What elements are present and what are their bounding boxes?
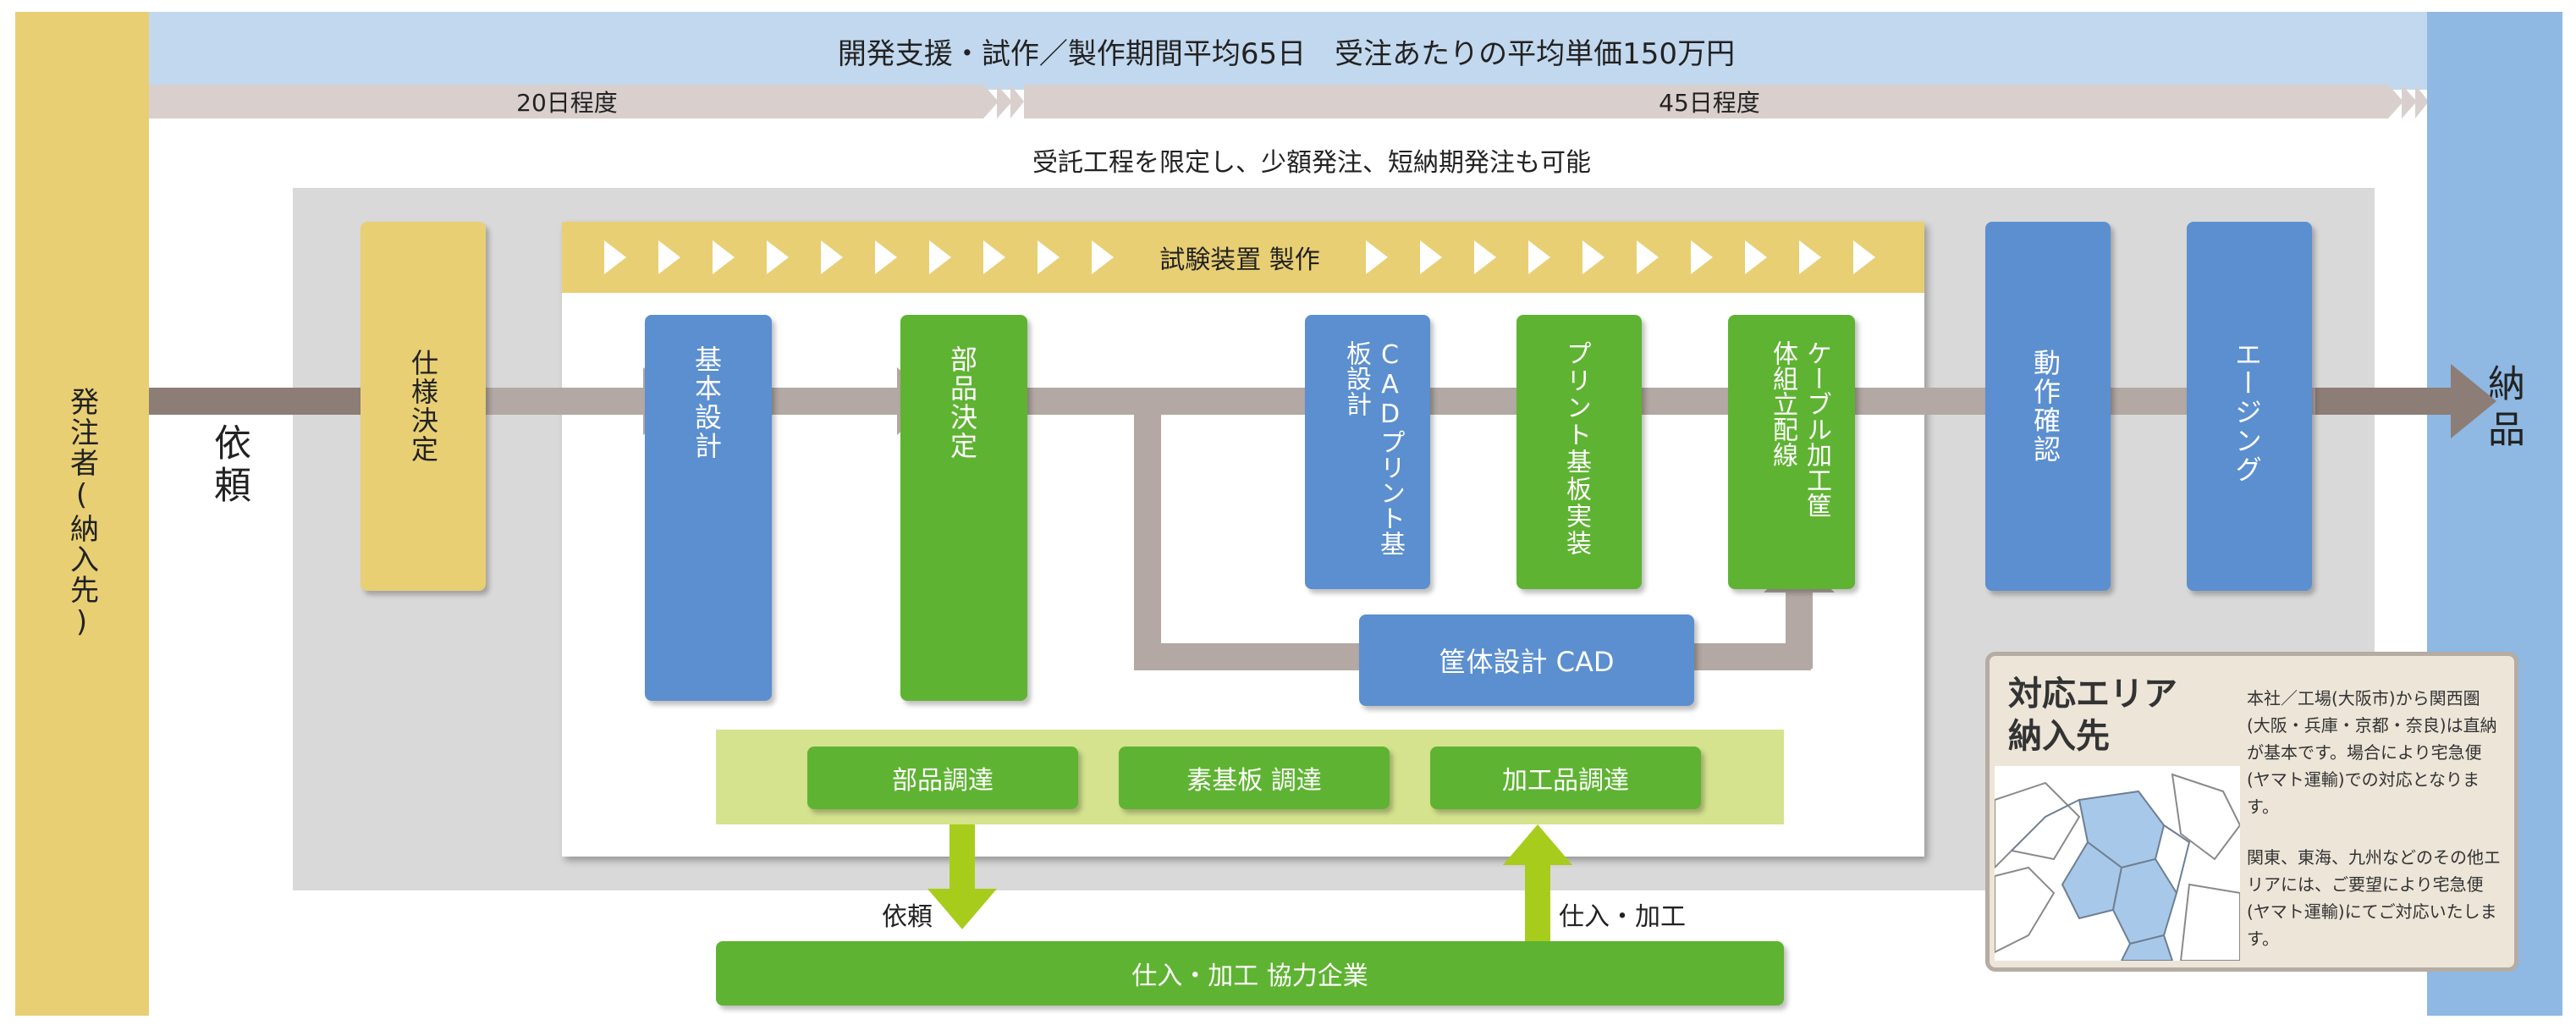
phase1-arrow [144,85,1024,118]
step-parts-decision: 部品決定 [900,315,1027,701]
step-pcb-mount: プリント基板実装 [1516,315,1642,589]
step-pcb-cad-label: CADプリント基板設計 [1341,340,1405,556]
procure-processed: 加工品調達 [1430,747,1701,809]
step-pcb-mount-label: プリント基板実装 [1561,340,1591,557]
partner-supply-label: 仕入・加工 [1559,902,1686,932]
partner-bar-label: 仕入・加工 協力企業 [1131,962,1368,991]
procure-parts-label: 部品調達 [892,766,994,796]
area-box: 対応エリア納入先 本社／工場(大阪市)から関西圏(大阪・兵庫・京都・奈良)は直納… [1985,652,2518,972]
phase1-label: 20日程度 [516,89,618,117]
area-text-1: 本社／工場(大阪市)から関西圏(大阪・兵庫・京都・奈良)は直納が基本です。場合に… [2247,688,2497,817]
phase2-arrow [1024,85,2429,118]
partner-bar: 仕入・加工 協力企業 [716,941,1784,1006]
procure-processed-label: 加工品調達 [1502,766,1629,796]
step-operation-check: 動作確認 [1985,222,2111,591]
step-aging: エージング [2187,222,2312,591]
subtitle: 受託工程を限定し、少額発注、短納期発注も可能 [1032,148,1591,178]
step-spec: 仕様決定 [361,222,486,591]
step-basic-design-label: 基本設計 [691,345,723,460]
summary-text: 開発支援・試作／製作期間平均65日 受注あたりの平均単価150万円 [837,36,1736,71]
area-text-2: 関東、東海、九州などのその他エリアには、ご要望により宅急便(ヤマト運輸)にてご対… [2247,847,2501,949]
step-cable-label: ケーブル加工筐体組立配線 [1768,340,1831,518]
partner-request-label: 依頼 [882,902,933,932]
step-pcb-cad: CADプリント基板設計 [1305,315,1430,589]
procure-board-label: 素基板 調達 [1186,766,1322,796]
procure-board: 素基板 調達 [1119,747,1390,809]
summary-band [144,12,2429,90]
step-aging-label: エージング [2231,340,2263,484]
request-label: 依頼 [207,423,250,508]
area-title: 対応エリア納入先 [2008,675,2177,756]
step-operation-check-label: 動作確認 [2029,349,2061,464]
area-map [1995,766,2240,961]
build-band-label: 試験装置 製作 [1159,245,1320,275]
step-spec-label: 仕様決定 [407,349,439,464]
build-band [562,222,1924,293]
step-enclosure-cad-label: 筐体設計 CAD [1439,646,1615,678]
step-parts-decision-label: 部品決定 [946,345,978,460]
customer-label: 発注者(納入先) [64,387,99,641]
step-basic-design: 基本設計 [645,315,772,701]
step-enclosure-cad: 筐体設計 CAD [1359,614,1694,706]
procure-parts: 部品調達 [807,747,1078,809]
delivery-label: 納品 [2481,364,2524,455]
phase2-label: 45日程度 [1659,89,1760,117]
step-cable: ケーブル加工筐体組立配線 [1728,315,1855,589]
customer-bar: 発注者(納入先) [15,12,149,1016]
